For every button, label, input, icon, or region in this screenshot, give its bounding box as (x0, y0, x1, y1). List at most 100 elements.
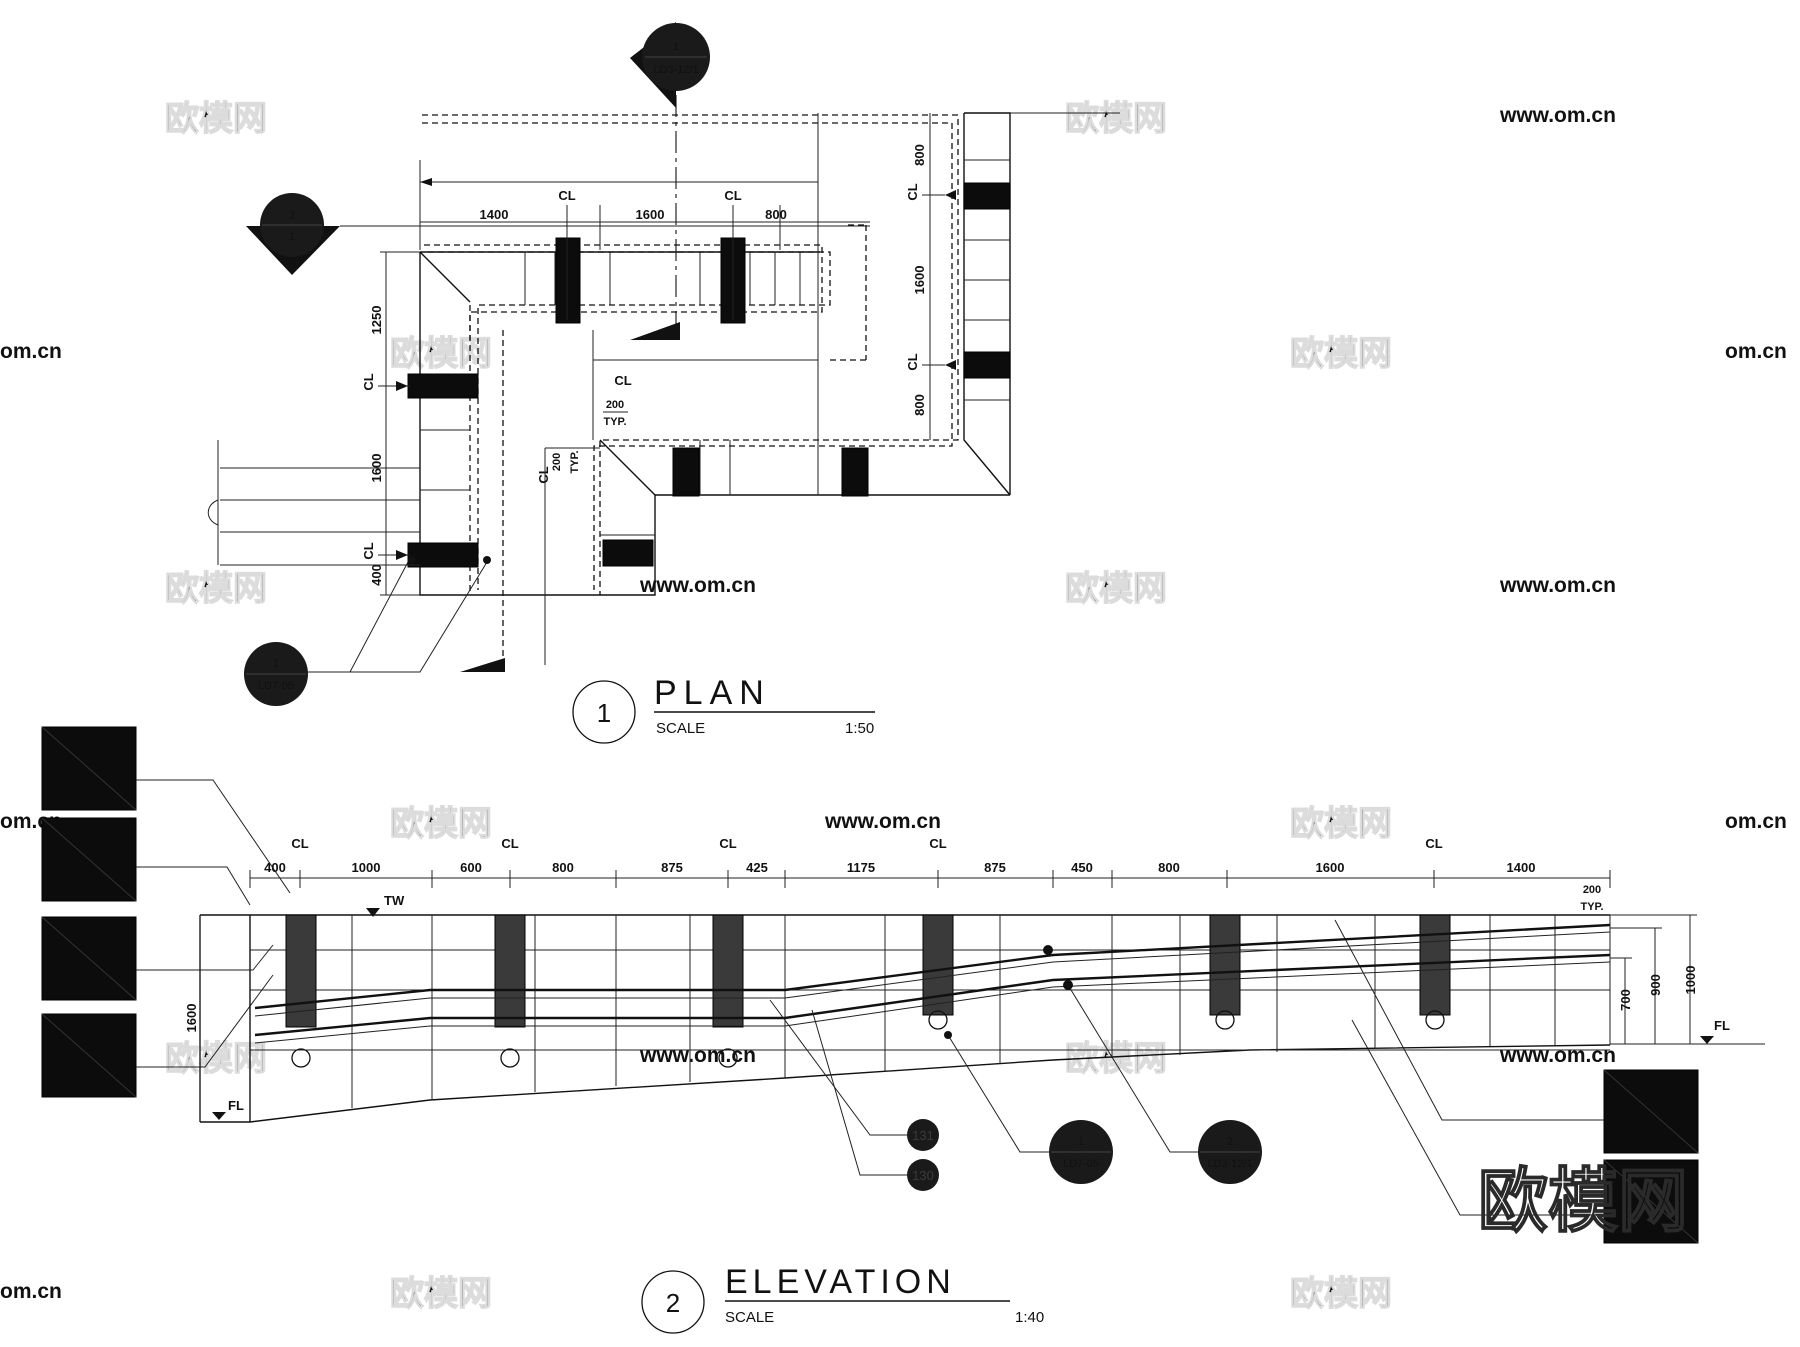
watermark-brand-large: 欧模网 (1478, 1162, 1688, 1240)
centerline-mark: CL (905, 183, 920, 200)
section-triangles (460, 322, 680, 672)
section-marker-left: 2 1 (246, 193, 870, 275)
height-label: 1600 (184, 1004, 199, 1033)
handrails (254, 923, 1611, 1044)
callout-reference: LD3-12/1 (1207, 1158, 1252, 1170)
fl-label: FL (1714, 1018, 1730, 1033)
callout-bottom-left: 1 LD7-05 (244, 556, 491, 706)
typ-dimension: 200 (551, 453, 563, 471)
dimension-label: 800 (1158, 860, 1180, 875)
watermark-brand: 欧模网 (165, 100, 267, 138)
elevation-dims-left: 1600 FL (184, 915, 244, 1122)
tw-label: TW (384, 893, 405, 908)
callout-number: 2 (1227, 1136, 1233, 1148)
post-block (963, 182, 1011, 210)
post-block (963, 351, 1011, 379)
post-block (602, 539, 654, 567)
dimension-label: 1000 (352, 860, 381, 875)
scale-label: SCALE (725, 1309, 774, 1326)
typ-dimension: 200 (1583, 884, 1601, 896)
centerline-mark: CL (614, 373, 631, 388)
watermark-url: om.cn (1725, 810, 1787, 833)
watermark-url: www.om.cn (639, 574, 756, 597)
leader-tags: 131 130 (769, 999, 939, 1191)
dimension-label: 1600 (636, 207, 665, 222)
dimension-label: 800 (552, 860, 574, 875)
watermark-brand: 欧模网 (1065, 570, 1167, 608)
watermark-url: www.om.cn (824, 810, 941, 833)
plan-dims-left: 1250 1600 400 CL CL (207, 251, 420, 596)
tag-131-bubble (907, 1119, 939, 1151)
stone-column (1419, 914, 1451, 1016)
dimension-label: 1250 (369, 306, 384, 335)
watermark-brand: 欧模网 (390, 805, 492, 843)
elevation-callouts: 1 LD7-05 2 LD3-12/1 (944, 945, 1262, 1184)
dimension-label: 425 (746, 860, 768, 875)
watermark-url: om.cn (1725, 340, 1787, 363)
typ-note: TYP. (569, 450, 581, 473)
scale-value: 1:40 (1015, 1309, 1044, 1326)
watermark-url: om.cn (0, 340, 62, 363)
centerline-mark: CL (501, 836, 518, 851)
dimension-label: 1600 (1316, 860, 1345, 875)
stone-column (1209, 914, 1241, 1016)
callout-number: 2 (289, 210, 295, 222)
plan-view: 1 LD3-12/1 2 1 (207, 22, 1120, 744)
dimension-label: 875 (661, 860, 683, 875)
tag-131: 131 (912, 1128, 934, 1143)
dimension-label: 1600 (912, 266, 927, 295)
watermark-url: www.om.cn (1499, 1044, 1616, 1067)
dashed-outline (422, 114, 959, 665)
wall-outline (419, 112, 1011, 596)
plan-dims-right: 800 1600 800 CL CL (905, 113, 956, 440)
tag-130-bubble (907, 1159, 939, 1191)
centerline-mark: CL (361, 542, 376, 559)
watermark-brand: 欧模网 (165, 1040, 267, 1078)
stone-column (494, 914, 526, 1028)
elevation-dims-top: 400 1000 600 800 875 425 1175 875 450 80… (249, 836, 1611, 917)
typ-note: TYP. (1580, 901, 1603, 913)
centerline-mark: CL (929, 836, 946, 851)
drawing-title: ELEVATION (725, 1263, 956, 1301)
typ-labels: 200 TYP. 200 TYP. CL CL (536, 330, 818, 665)
fl-label: FL (228, 1098, 244, 1113)
post-block (672, 447, 700, 497)
centerline-mark: CL (558, 188, 575, 203)
dimension-label: 600 (460, 860, 482, 875)
legend-blocks-right (1334, 919, 1699, 1244)
dimension-label: 400 (369, 564, 384, 586)
callout-number: 1 (273, 658, 279, 670)
plan-title-block: 1 PLAN SCALE 1:50 (572, 674, 875, 744)
post-block (841, 447, 869, 497)
elevation-columns (285, 914, 1451, 1068)
dimension-label: 800 (912, 394, 927, 416)
cap-joints (420, 159, 1010, 536)
callout-reference: 1 (289, 231, 295, 243)
dimension-label: 1400 (1507, 860, 1536, 875)
elevation-dims-right: 700 900 1000 200 TYP. FL (1580, 884, 1730, 1044)
height-label: 1000 (1683, 966, 1698, 995)
plan-posts (407, 182, 1011, 568)
dimension-label: 1175 (847, 860, 875, 875)
drawing-number: 1 (597, 698, 611, 728)
watermark-brand: 欧模网 (1065, 100, 1167, 138)
centerline-mark: CL (724, 188, 741, 203)
height-label: 900 (1648, 974, 1663, 996)
dimension-label: 800 (765, 207, 787, 222)
elevation-view: 400 1000 600 800 875 425 1175 875 450 80… (41, 726, 1765, 1334)
drawing-title: PLAN (654, 674, 771, 712)
centerline-mark: CL (361, 373, 376, 390)
tag-130: 130 (912, 1168, 934, 1183)
watermark-brand: 欧模网 (390, 1275, 492, 1313)
scale-label: SCALE (656, 720, 705, 737)
drawing-number: 2 (666, 1288, 680, 1318)
stone-column (712, 914, 744, 1028)
dimension-label: 400 (264, 860, 286, 875)
stone-column (285, 914, 317, 1028)
watermark-url: www.om.cn (1499, 104, 1616, 127)
typ-dimension: 200 (606, 399, 624, 411)
centerline-mark: CL (536, 466, 551, 483)
plan-dims-top: 1400 1600 800 CL CL (419, 112, 1120, 440)
watermark-url: om.cn (0, 1280, 62, 1303)
callout-reference: LD3-12/1 (653, 64, 698, 76)
